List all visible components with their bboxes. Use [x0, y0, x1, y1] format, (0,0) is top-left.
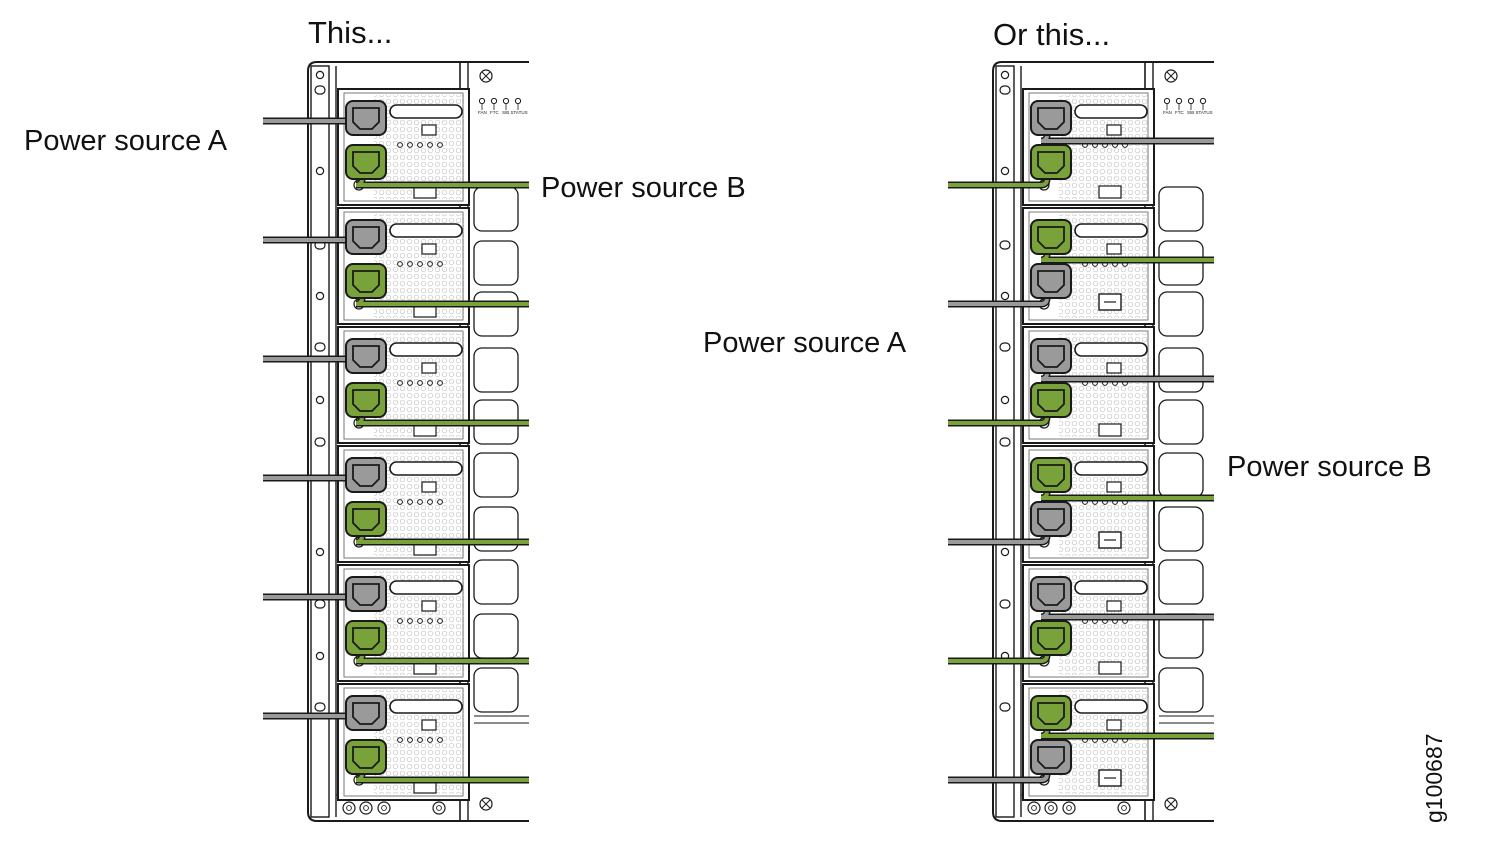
fan-slot-8 [1158, 559, 1204, 605]
fan-slot-3 [473, 291, 519, 337]
power-inlet-a-3 [345, 338, 387, 374]
power-supply-2 [948, 207, 1214, 325]
power-inlet-b-2 [345, 263, 387, 299]
fan-slot-4 [473, 347, 519, 393]
power-supply-3 [948, 326, 1214, 444]
power-supply-1 [263, 88, 529, 206]
power-inlet-b-5 [345, 620, 387, 656]
fan-slot-8 [473, 559, 519, 605]
fan-slot-6 [473, 452, 519, 498]
fan-slot-2 [473, 240, 519, 286]
status-label-3: SIB STATUS [1187, 110, 1213, 115]
power-supply-4 [948, 445, 1214, 563]
fan-slot-4 [1158, 347, 1204, 393]
left-heading: This... [308, 15, 392, 50]
fan-slot-1 [473, 186, 519, 232]
power-inlet-top-4 [1030, 457, 1072, 493]
power-supply-4 [263, 445, 529, 563]
fan-slot-9 [473, 613, 519, 659]
status-label-2: FTC [1175, 110, 1184, 115]
fan-slot-9 [1158, 613, 1204, 659]
power-supply-5 [263, 564, 529, 682]
status-label-2: FTC [490, 110, 499, 115]
power-inlet-b-1 [345, 144, 387, 180]
power-inlet-b-3 [345, 382, 387, 418]
fan-slot-5 [1158, 399, 1204, 445]
power-inlet-top-2 [1030, 219, 1072, 255]
power-inlet-a-1 [345, 100, 387, 136]
status-label-1: FAN [1163, 110, 1172, 115]
power-inlet-a-4 [345, 457, 387, 493]
power-inlet-bottom-5 [1030, 620, 1072, 656]
power-supply-6 [948, 683, 1214, 801]
chassis-frame [992, 61, 1214, 822]
right-heading: Or this... [993, 17, 1110, 52]
power-inlet-a-5 [345, 576, 387, 612]
fan-slot-10 [473, 667, 519, 713]
power-inlet-bottom-6 [1030, 739, 1072, 775]
fan-slot-6 [1158, 452, 1204, 498]
right-power-source-b-label: Power source B [1227, 451, 1432, 483]
power-inlet-b-4 [345, 501, 387, 537]
chassis-frame [307, 61, 529, 822]
power-inlet-a-6 [345, 695, 387, 731]
fan-slot-1 [1158, 186, 1204, 232]
power-inlet-bottom-2 [1030, 263, 1072, 299]
power-supply-1 [948, 88, 1214, 206]
right-power-source-a-label: Power source A [703, 327, 907, 359]
power-supply-6 [263, 683, 529, 801]
power-inlet-top-5 [1030, 576, 1072, 612]
status-label-1: FAN [478, 110, 487, 115]
power-inlet-top-1 [1030, 100, 1072, 136]
left-power-source-a-label: Power source A [24, 125, 228, 157]
power-inlet-b-6 [345, 739, 387, 775]
fan-slot-10 [1158, 667, 1204, 713]
power-supply-3 [263, 326, 529, 444]
power-inlet-top-6 [1030, 695, 1072, 731]
power-inlet-top-3 [1030, 338, 1072, 374]
power-inlet-bottom-1 [1030, 144, 1072, 180]
power-inlet-a-2 [345, 219, 387, 255]
power-inlet-bottom-4 [1030, 501, 1072, 537]
status-label-3: SIB STATUS [502, 110, 528, 115]
left-power-source-b-label: Power source B [541, 172, 746, 204]
power-inlet-bottom-3 [1030, 382, 1072, 418]
figure-id: g100687 [1421, 733, 1447, 823]
power-supply-5 [948, 564, 1214, 682]
fan-slot-3 [1158, 291, 1204, 337]
fan-slot-7 [1158, 506, 1204, 552]
power-supply-2 [263, 207, 529, 325]
